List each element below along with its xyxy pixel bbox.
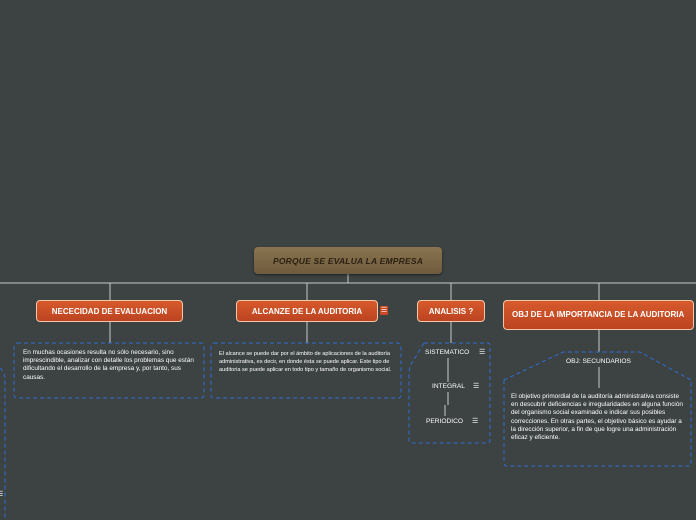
subtopic-label: SISTEMATICO bbox=[425, 349, 470, 356]
hamburger-icon[interactable]: ☰ bbox=[0, 491, 4, 498]
subtopic-periodico[interactable]: PERIODICO bbox=[426, 418, 463, 425]
topic-necesidad-evaluacion[interactable]: NECECIDAD DE EVALUACION bbox=[36, 300, 183, 322]
subtopic-label: OBJ: SECUNDARIOS bbox=[566, 358, 631, 365]
root-node[interactable]: PORQUE SE EVALUA LA EMPRESA bbox=[254, 247, 442, 274]
note-icon[interactable]: ☰ bbox=[380, 306, 388, 315]
subtopic-sistematico[interactable]: SISTEMATICO bbox=[425, 349, 469, 356]
subtopic-label: PERIODICO bbox=[426, 418, 464, 425]
topic-alcance-auditoria[interactable]: ALCANZE DE LA AUDITORIA bbox=[236, 300, 378, 322]
topic-label: OBJ DE LA IMPORTANCIA DE LA AUDITORIA bbox=[512, 310, 685, 319]
topic-label: ALCANZE DE LA AUDITORIA bbox=[251, 306, 363, 316]
hamburger-icon[interactable]: ☰ bbox=[479, 349, 486, 356]
root-title: PORQUE SE EVALUA LA EMPRESA bbox=[272, 255, 424, 266]
note-obj-importancia: El objetivo primordial de la auditoría a… bbox=[511, 393, 683, 442]
note-alcance-auditoria: El alcance se puede dar por el ámbito de… bbox=[219, 351, 392, 373]
topic-label: ANALISIS ? bbox=[428, 306, 474, 316]
note-necesidad-evaluacion: En muchas ocasiones resulta no sólo nece… bbox=[23, 349, 194, 381]
hamburger-icon[interactable]: ☰ bbox=[472, 418, 479, 425]
topic-analisis[interactable]: ANALISIS ? bbox=[417, 300, 485, 322]
topic-label: NECECIDAD DE EVALUACION bbox=[51, 306, 168, 316]
subtopic-label: INTEGRAL bbox=[432, 383, 465, 390]
subtopic-integral[interactable]: INTEGRAL bbox=[432, 383, 465, 390]
hamburger-icon[interactable]: ☰ bbox=[473, 383, 480, 390]
topic-obj-importancia-auditoria[interactable]: OBJ DE LA IMPORTANCIA DE LA AUDITORIA bbox=[503, 300, 694, 330]
subtopic-obj-secundarios[interactable]: OBJ: SECUNDARIOS bbox=[566, 358, 631, 365]
